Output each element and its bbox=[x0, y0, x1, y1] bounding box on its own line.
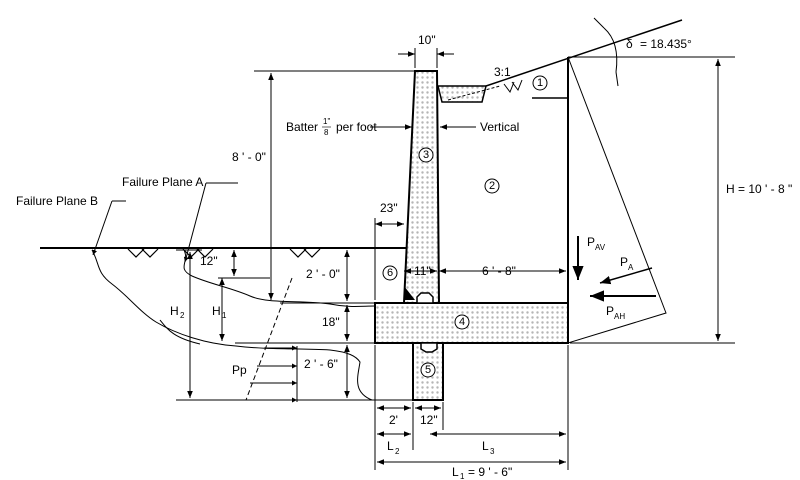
batter-label: Batter bbox=[286, 120, 318, 134]
key-notch bbox=[420, 342, 438, 353]
passive-diagonal bbox=[245, 277, 293, 401]
key-width-label: 12" bbox=[420, 413, 438, 427]
pa-subscript: A bbox=[628, 263, 634, 272]
backfill-slope bbox=[485, 19, 683, 87]
vertical-label: Vertical bbox=[480, 120, 519, 134]
h2-subscript: 2 bbox=[180, 311, 185, 320]
slope-label: 3:1 bbox=[494, 65, 511, 79]
h1-label: H bbox=[212, 304, 221, 318]
l1-subscript: 1 bbox=[460, 472, 465, 480]
footing bbox=[374, 302, 569, 353]
region-6-label: 6 bbox=[387, 267, 393, 279]
failure-plane-a-label: Failure Plane A bbox=[122, 175, 203, 189]
region-4-label: 4 bbox=[459, 316, 465, 328]
passive-pressure-arrows bbox=[246, 345, 298, 403]
footing-thickness-label: 18" bbox=[322, 315, 340, 329]
key-depth-label: 2 ' - 6" bbox=[304, 357, 338, 371]
l1-label: L bbox=[452, 465, 459, 479]
pa-arrow bbox=[599, 267, 653, 285]
depth-2ft-label: 2 ' - 0" bbox=[306, 267, 340, 281]
total-height-label: H = 10 ' - 8 " bbox=[726, 182, 792, 196]
l1-value: = 9 ' - 6" bbox=[468, 465, 512, 479]
top-thickness-label: 10" bbox=[418, 33, 436, 47]
region-5-label: 5 bbox=[425, 364, 431, 376]
key-offset-label: 2' bbox=[389, 413, 398, 427]
slope-dashed bbox=[447, 85, 501, 101]
l3-subscript: 3 bbox=[490, 447, 495, 456]
h2-label: H bbox=[170, 304, 179, 318]
pav-subscript: AV bbox=[595, 243, 606, 252]
region-3-label: 3 bbox=[423, 149, 429, 161]
pah-label: P bbox=[606, 304, 614, 318]
pah-subscript: AH bbox=[614, 312, 625, 321]
region-1-label: 1 bbox=[537, 77, 543, 89]
pa-label: P bbox=[620, 255, 628, 269]
pav-label: P bbox=[587, 235, 595, 249]
region-2-label: 2 bbox=[489, 180, 495, 192]
l2-subscript: 2 bbox=[395, 447, 400, 456]
heel-width-label: 6 ' - 8" bbox=[482, 264, 516, 278]
toe-length-label: 23" bbox=[380, 201, 398, 215]
dimension-lines bbox=[176, 48, 735, 470]
ground-hatch bbox=[127, 248, 321, 258]
failure-plane-leaders bbox=[92, 182, 238, 263]
batter-denominator: 8 bbox=[324, 128, 329, 137]
pressure-diagram bbox=[567, 56, 667, 344]
stem-base-label: 11" bbox=[414, 264, 431, 278]
failure-plane-b-curve bbox=[91, 249, 373, 401]
stem-notch bbox=[416, 292, 434, 304]
l2-label: L bbox=[387, 439, 394, 453]
stem-height-label: 8 ' - 0" bbox=[232, 150, 266, 164]
delta-symbol: δ bbox=[626, 37, 633, 51]
soil-cover-label: 12" bbox=[200, 254, 218, 268]
batter-numerator: 1" bbox=[323, 117, 330, 126]
batter-per-foot: per foot bbox=[336, 120, 377, 134]
delta-value: = 18.435° bbox=[640, 37, 692, 51]
toe-wedge bbox=[404, 286, 415, 300]
l3-label: L bbox=[482, 439, 489, 453]
h1-subscript: 1 bbox=[222, 311, 227, 320]
region-circles bbox=[382, 75, 548, 378]
drain-block bbox=[437, 85, 487, 103]
passive-pressure-label: Pp bbox=[232, 363, 247, 377]
failure-plane-b-label: Failure Plane B bbox=[16, 194, 98, 208]
failure-plane-a-curve bbox=[183, 249, 376, 307]
failure-plane-lower-curve bbox=[159, 319, 201, 345]
slope-hatch bbox=[503, 79, 523, 94]
